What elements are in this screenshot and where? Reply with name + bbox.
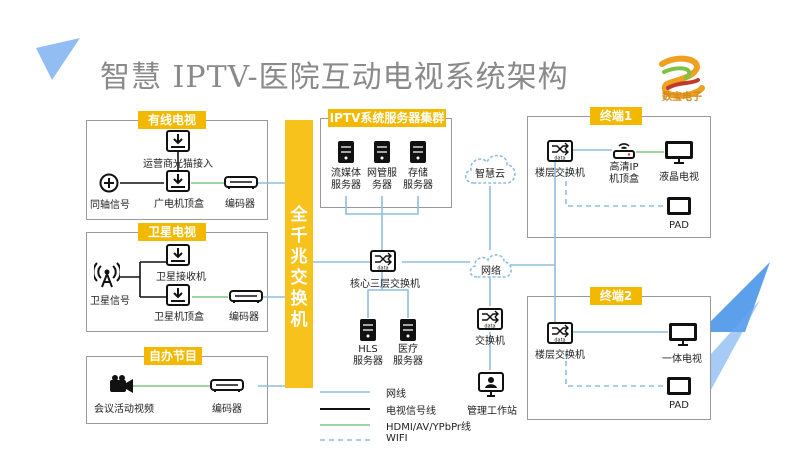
svg-text:data: data	[554, 338, 565, 344]
terminal-1-header: 终端1	[590, 107, 642, 125]
optical-modem-icon	[166, 130, 190, 152]
storage-server-label: 存储 服务器	[403, 168, 433, 191]
line-core-hls-medical	[367, 272, 409, 318]
t1-lcd-tv-icon	[665, 141, 693, 164]
cable-operator-label: 运营商光猫接入	[143, 159, 213, 170]
t1-floor-switch-label: 楼层交换机	[535, 168, 585, 179]
access-switch-icon: data	[477, 308, 503, 330]
line-sat-signal-split	[120, 261, 166, 298]
t1-lcd-tv-label: 液晶电视	[659, 172, 699, 183]
self-program-header: 自办节目	[144, 347, 202, 365]
management-station-icon	[478, 372, 504, 397]
self-encoder-icon	[210, 379, 244, 392]
line-t1-wifi-pad	[565, 172, 664, 207]
nms-server-label: 网管服 务器	[367, 168, 397, 191]
core-switch-label: 核心三层交换机	[350, 279, 420, 290]
company-logo-icon	[659, 55, 705, 99]
t1-ip-stb-label: 高清IP 机顶盒	[609, 162, 639, 185]
satellite-encoder-label: 编码器	[229, 312, 259, 323]
management-station-label: 管理工作站	[467, 406, 517, 417]
server-cluster-header: IPTV系统服务器集群	[328, 109, 446, 127]
cable-tv-header: 有线电视	[138, 111, 206, 129]
legend-wifi-label: WIFI	[386, 433, 408, 444]
legend-tv-signal-label: 电视信号线	[386, 406, 436, 417]
deco-triangle-top-left	[36, 38, 80, 80]
hls-server-label: HLS 服务器	[353, 344, 383, 367]
line-servers-core	[345, 196, 419, 250]
coax-signal-icon	[99, 173, 119, 193]
svg-text:data: data	[554, 156, 565, 162]
satellite-receiver-icon	[166, 244, 190, 266]
network-cloud-label: 网络	[481, 266, 501, 277]
coax-signal-label: 同轴信号	[90, 200, 130, 211]
cable-stb-label: 广电机顶盒	[154, 199, 204, 210]
medical-server-label: 医疗 服务器	[393, 344, 423, 367]
t2-integrated-tv-icon	[669, 323, 697, 346]
svg-text:data: data	[377, 266, 388, 272]
streaming-server-icon	[338, 141, 354, 163]
storage-server-icon	[410, 141, 426, 163]
cable-encoder-icon	[224, 176, 258, 189]
t2-integrated-tv-label: 一体电视	[662, 354, 702, 365]
deco-triangle-right-a	[700, 262, 770, 332]
t1-ip-stb-icon	[613, 143, 635, 159]
access-switch-label: 交换机	[475, 336, 505, 347]
core-switch-icon: data	[370, 250, 396, 272]
hls-server-icon	[360, 319, 376, 341]
t2-floor-switch-icon: data	[547, 322, 573, 344]
smart-cloud-icon	[464, 154, 516, 184]
smart-cloud-label: 智慧云	[475, 169, 505, 180]
cable-encoder-label: 编码器	[225, 199, 255, 210]
satellite-receiver-label: 卫星接收机	[156, 272, 206, 283]
satellite-tv-header: 卫星电视	[138, 223, 206, 241]
terminal-2-header: 终端2	[590, 287, 642, 305]
satellite-signal-label: 卫星信号	[90, 296, 130, 307]
diagram-title: 智慧 IPTV-医院互动电视系统架构	[100, 60, 569, 95]
t1-floor-switch-icon: data	[547, 140, 573, 162]
terminal-1-box	[527, 116, 711, 238]
line-network-terminals	[510, 162, 556, 325]
gigabit-switch-spine	[285, 120, 313, 388]
meeting-video-label: 会议活动视频	[94, 404, 154, 415]
nms-server-icon	[374, 141, 390, 163]
t2-pad-icon	[667, 377, 691, 395]
satellite-stb-icon	[166, 284, 190, 306]
t1-pad-icon	[667, 197, 691, 215]
svg-text:data: data	[484, 324, 495, 330]
cable-stb-icon	[166, 170, 190, 192]
legend-hdmi-label: HDMI/AV/YPbPr线	[386, 422, 472, 433]
t2-floor-switch-label: 楼层交换机	[535, 350, 585, 361]
gigabit-switch-label: 全千兆交换机	[290, 205, 308, 330]
terminal-2-box	[527, 296, 711, 420]
satellite-encoder-icon	[229, 290, 263, 303]
medical-server-icon	[400, 319, 416, 341]
satellite-stb-label: 卫星机顶盒	[154, 312, 204, 323]
t2-pad-label: PAD	[669, 400, 689, 411]
satellite-antenna-icon	[94, 262, 120, 288]
company-logo-text: 数宝电子	[662, 92, 702, 103]
video-camera-icon	[110, 375, 133, 393]
streaming-server-label: 流媒体 服务器	[331, 168, 361, 191]
self-encoder-label: 编码器	[212, 404, 242, 415]
t1-pad-label: PAD	[669, 220, 689, 231]
line-t2-wifi-pad	[565, 352, 666, 387]
network-cloud-icon	[469, 254, 512, 278]
legend-network-label: 网线	[386, 389, 406, 400]
